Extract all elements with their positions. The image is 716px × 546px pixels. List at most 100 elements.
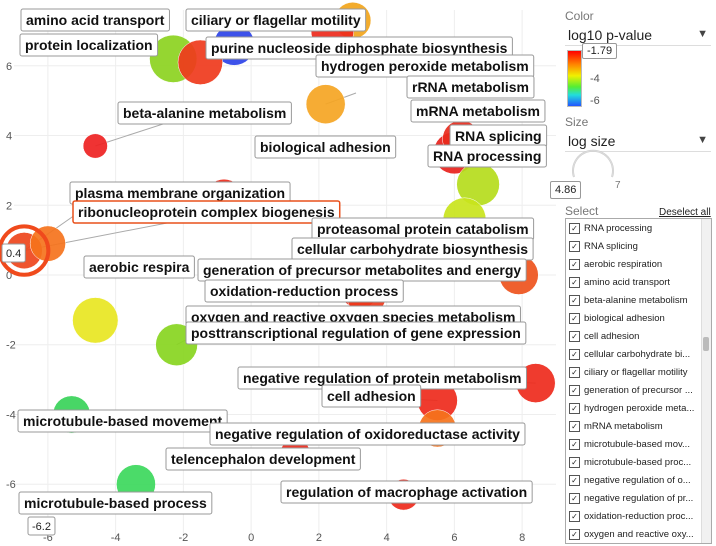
list-item[interactable]: ✓ negative regulation of pr... — [566, 489, 711, 507]
term-label[interactable]: rRNA metabolism — [406, 75, 535, 99]
term-label[interactable]: cellular carbohydrate biosynthesis — [291, 237, 534, 261]
label-text: telencephalon development — [171, 451, 356, 467]
list-item[interactable]: ✓generation of precursor ... — [566, 381, 711, 399]
label-text: ribonucleoprotein complex biogenesis — [78, 204, 335, 220]
checkbox[interactable]: ✓ — [569, 510, 580, 522]
checkbox[interactable]: ✓ — [569, 528, 580, 540]
list-item[interactable]: ✓ oxygen and reactive oxy... — [566, 525, 711, 543]
list-item[interactable]: ✓aerobic respiration — [566, 255, 711, 273]
list-item[interactable]: ✓ RNA splicing — [566, 237, 711, 255]
term-label[interactable]: ribonucleoprotein complex biogenesis — [72, 200, 341, 224]
term-label[interactable]: microtubule-based process — [18, 491, 213, 515]
list-item[interactable]: ✓mRNA metabolism — [566, 417, 711, 435]
term-label[interactable]: protein localization — [19, 33, 159, 57]
checkbox[interactable]: ✓ — [569, 474, 580, 486]
term-label[interactable]: telencephalon development — [165, 447, 361, 471]
list-item[interactable]: ✓biological adhesion — [566, 309, 711, 327]
list-item[interactable]: ✓amino acid transport — [566, 273, 711, 291]
checkbox[interactable]: ✓ — [569, 348, 580, 360]
term-label[interactable]: microtubule-based movement — [17, 409, 228, 433]
term-label[interactable]: beta-alanine metabolism — [117, 101, 292, 125]
term-label[interactable]: biological adhesion — [254, 135, 397, 159]
checkbox[interactable]: ✓ — [569, 366, 580, 378]
size-gauge-icon[interactable] — [562, 145, 642, 195]
data-point[interactable] — [305, 84, 346, 124]
checkbox[interactable]: ✓ — [569, 492, 580, 504]
list-scrollbar[interactable] — [701, 219, 711, 543]
checkbox[interactable]: ✓ — [569, 330, 580, 342]
label-box — [185, 321, 527, 345]
label-text: mRNA metabolism — [416, 103, 540, 119]
label-text: plasma membrane organization — [75, 185, 285, 201]
checkbox[interactable]: ✓ — [569, 312, 580, 324]
color-select[interactable]: log10 p-value ▼ — [565, 25, 711, 46]
list-item[interactable]: ✓ microtubule-based proc... — [566, 453, 711, 471]
term-label[interactable]: negative regulation of protein metabolis… — [237, 366, 527, 390]
checkbox[interactable]: ✓ — [569, 384, 580, 396]
data-point[interactable] — [72, 297, 119, 344]
y-tick-label: -4 — [6, 409, 16, 421]
label-text: biological adhesion — [260, 139, 391, 155]
label-text: beta-alanine metabolism — [123, 105, 286, 121]
label-text: hydrogen peroxide metabolism — [321, 58, 529, 74]
term-label[interactable]: regulation of macrophage activation — [280, 480, 533, 504]
term-label[interactable]: purine nucleoside diphosphate biosynthes… — [205, 36, 513, 60]
list-item-label: oxygen and reactive oxy... — [584, 528, 694, 540]
list-item[interactable]: ✓ oxidation-reduction proc... — [566, 507, 711, 525]
term-label[interactable]: mRNA metabolism — [410, 99, 546, 123]
deselect-all-link[interactable]: Deselect all — [659, 207, 711, 218]
checkbox[interactable]: ✓ — [569, 438, 580, 450]
term-label[interactable]: hydrogen peroxide metabolism — [315, 54, 535, 78]
checkbox[interactable]: ✓ — [569, 240, 580, 252]
list-item-label: negative regulation of pr... — [584, 492, 694, 504]
control-panel: Color log10 p-value ▼ -1.79 -4 -6 Size l… — [550, 0, 716, 546]
list-item[interactable]: ✓microtubule-based mov... — [566, 435, 711, 453]
term-label[interactable]: ciliary or flagellar motility — [185, 8, 367, 32]
label-text: negative regulation of protein metabolis… — [243, 370, 521, 386]
list-item[interactable]: ✓ cell adhesion — [566, 327, 711, 345]
list-item[interactable]: ✓ciliary or flagellar motility — [566, 363, 711, 381]
color-scale-bar — [567, 50, 582, 107]
term-label[interactable]: generation of precursor metabolites and … — [197, 258, 527, 282]
checkbox[interactable]: ✓ — [569, 276, 580, 288]
label-box — [280, 480, 533, 504]
term-label[interactable]: amino acid transport — [20, 8, 170, 32]
term-labels: amino acid transport ciliary or flagellar… — [17, 8, 548, 515]
checkbox[interactable]: ✓ — [569, 258, 580, 270]
size-select[interactable]: log size ▼ — [565, 131, 711, 152]
y-tick-label: -6 — [6, 479, 16, 491]
checkbox[interactable]: ✓ — [569, 456, 580, 468]
term-label[interactable]: proteasomal protein catabolism — [311, 217, 535, 241]
list-item[interactable]: ✓cellular carbohydrate bi... — [566, 345, 711, 363]
term-select-list[interactable]: ✓RNA processing✓RNA splicing✓aerobic res… — [565, 218, 712, 544]
dropdown-arrow-icon: ▼ — [697, 28, 708, 40]
label-text: cellular carbohydrate biosynthesis — [297, 241, 528, 257]
list-item-label: RNA splicing — [584, 240, 638, 252]
checkbox[interactable]: ✓ — [569, 420, 580, 432]
checkbox[interactable]: ✓ — [569, 402, 580, 414]
term-label[interactable]: cell adhesion — [321, 384, 422, 408]
list-item-label: cell adhesion — [584, 330, 640, 342]
list-item[interactable]: ✓RNA processing — [566, 219, 711, 237]
list-item-label: microtubule-based proc... — [584, 456, 692, 468]
list-item-label: oxidation-reduction proc... — [584, 510, 694, 522]
list-item[interactable]: ✓negative regulation of o... — [566, 471, 711, 489]
term-label[interactable]: negative regulation of oxidoreductase ac… — [209, 422, 526, 446]
term-label[interactable]: plasma membrane organization — [69, 181, 291, 205]
x-axis-readout: -6.2 — [27, 516, 56, 536]
list-item[interactable]: ✓hydrogen peroxide meta... — [566, 399, 711, 417]
scroll-thumb[interactable] — [703, 337, 709, 351]
data-point[interactable] — [82, 133, 108, 159]
label-box — [72, 200, 341, 224]
term-label[interactable]: posttranscriptional regulation of gene e… — [185, 321, 527, 345]
term-label[interactable]: aerobic respira — [83, 255, 195, 279]
checkbox[interactable]: ✓ — [569, 294, 580, 306]
checkbox[interactable]: ✓ — [569, 222, 580, 234]
term-label[interactable]: RNA processing — [427, 144, 547, 168]
x-tick-label: 2 — [316, 532, 322, 544]
term-label[interactable]: RNA splicing — [449, 124, 548, 148]
list-item[interactable]: ✓beta-alanine metabolism — [566, 291, 711, 309]
term-label[interactable]: oxidation-reduction process — [204, 279, 404, 303]
